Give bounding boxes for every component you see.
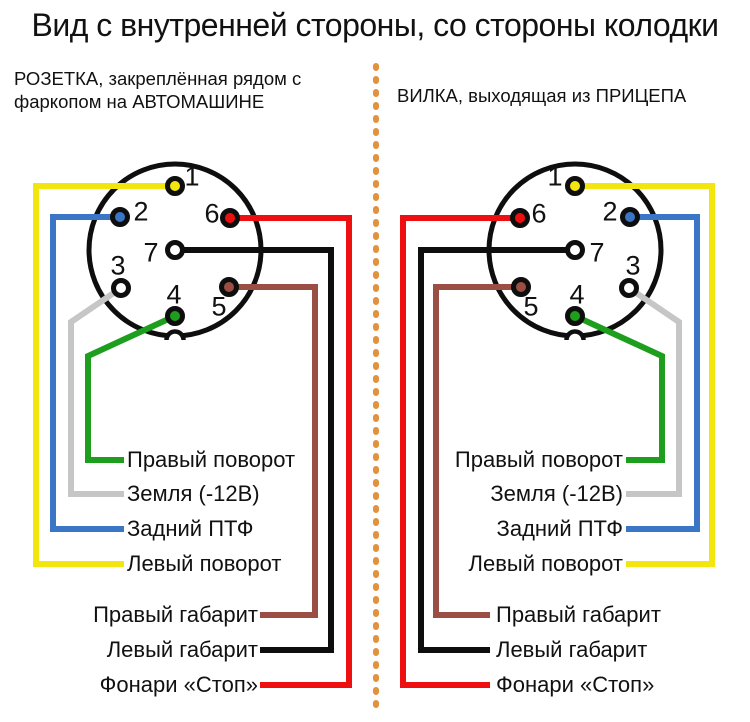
pin-5-plug	[511, 277, 531, 297]
pin-4-socket	[165, 306, 185, 326]
pin-number: 7	[589, 237, 605, 268]
plug-notch	[564, 329, 586, 341]
wire-green-socket	[85, 313, 177, 463]
wire-black-plug	[418, 247, 575, 653]
wire-label: Левый поворот	[127, 551, 282, 576]
pin-number: 6	[531, 198, 547, 229]
pin-number: 3	[110, 250, 126, 281]
wire-label: Задний ПТФ	[127, 516, 254, 541]
socket-subtitle-line2: фаркопом на АВТОМАШИНЕ	[14, 91, 265, 112]
pin-number: 4	[569, 279, 585, 310]
wire-label: Фонари «Стоп»	[99, 672, 258, 697]
pin-number: 2	[602, 196, 618, 227]
pin-number: 7	[143, 237, 159, 268]
diagram-title: Вид с внутренней стороны, со стороны кол…	[31, 7, 719, 43]
pin-2-socket	[110, 207, 130, 227]
wire-yellow-socket	[33, 183, 175, 567]
wire-label: Левый габарит	[106, 637, 258, 662]
pin-number: 4	[166, 279, 182, 310]
pin-number: 1	[184, 161, 200, 192]
socket-subtitle: РОЗЕТКА, закреплённая рядом с фаркопом н…	[14, 67, 301, 113]
wire-gray-socket	[68, 285, 124, 497]
wire-brown-socket	[229, 284, 318, 618]
wire-label: Фонари «Стоп»	[496, 672, 655, 697]
wire-label: Задний ПТФ	[496, 516, 623, 541]
wire-label: Правый габарит	[496, 602, 661, 627]
wire-label: Левый поворот	[468, 551, 623, 576]
pin-6-socket	[220, 208, 240, 228]
pin-number: 6	[204, 198, 220, 229]
pin-number: 1	[547, 161, 563, 192]
wire-green-plug	[573, 313, 665, 463]
pin-number: 5	[211, 291, 227, 322]
pin-7-plug	[565, 240, 585, 260]
wire-label: Земля (-12В)	[127, 481, 260, 506]
wire-label: Правый поворот	[454, 447, 623, 472]
plug-subtitle: ВИЛКА, выходящая из ПРИЦЕПА	[397, 85, 687, 106]
pin-number: 3	[625, 250, 641, 281]
pin-number: 2	[133, 196, 149, 227]
socket-subtitle-line1: РОЗЕТКА, закреплённая рядом с	[14, 68, 302, 89]
wire-yellow-plug	[575, 183, 715, 567]
wire-blue-plug	[626, 214, 700, 532]
pin-5-socket	[219, 277, 239, 297]
wire-black-socket	[175, 247, 334, 653]
pin-6-plug	[510, 208, 530, 228]
pin-4-plug	[565, 306, 585, 326]
wire-red-socket	[230, 215, 352, 688]
wire-label: Правый поворот	[127, 447, 296, 472]
pin-2-plug	[620, 207, 640, 227]
pin-1-socket	[165, 176, 185, 196]
wire-label: Правый габарит	[93, 602, 258, 627]
wire-brown-plug	[433, 284, 521, 618]
wire-blue-socket	[50, 214, 124, 532]
pin-3-plug	[619, 278, 639, 298]
wire-gray-plug	[626, 285, 682, 497]
pin-7-socket	[165, 240, 185, 260]
socket-notch	[164, 329, 186, 341]
pin-1-plug	[565, 176, 585, 196]
wire-red-plug	[400, 215, 520, 688]
wire-label: Левый габарит	[496, 637, 648, 662]
wire-label: Земля (-12В)	[490, 481, 623, 506]
pin-3-socket	[111, 278, 131, 298]
pin-number: 5	[523, 291, 539, 322]
